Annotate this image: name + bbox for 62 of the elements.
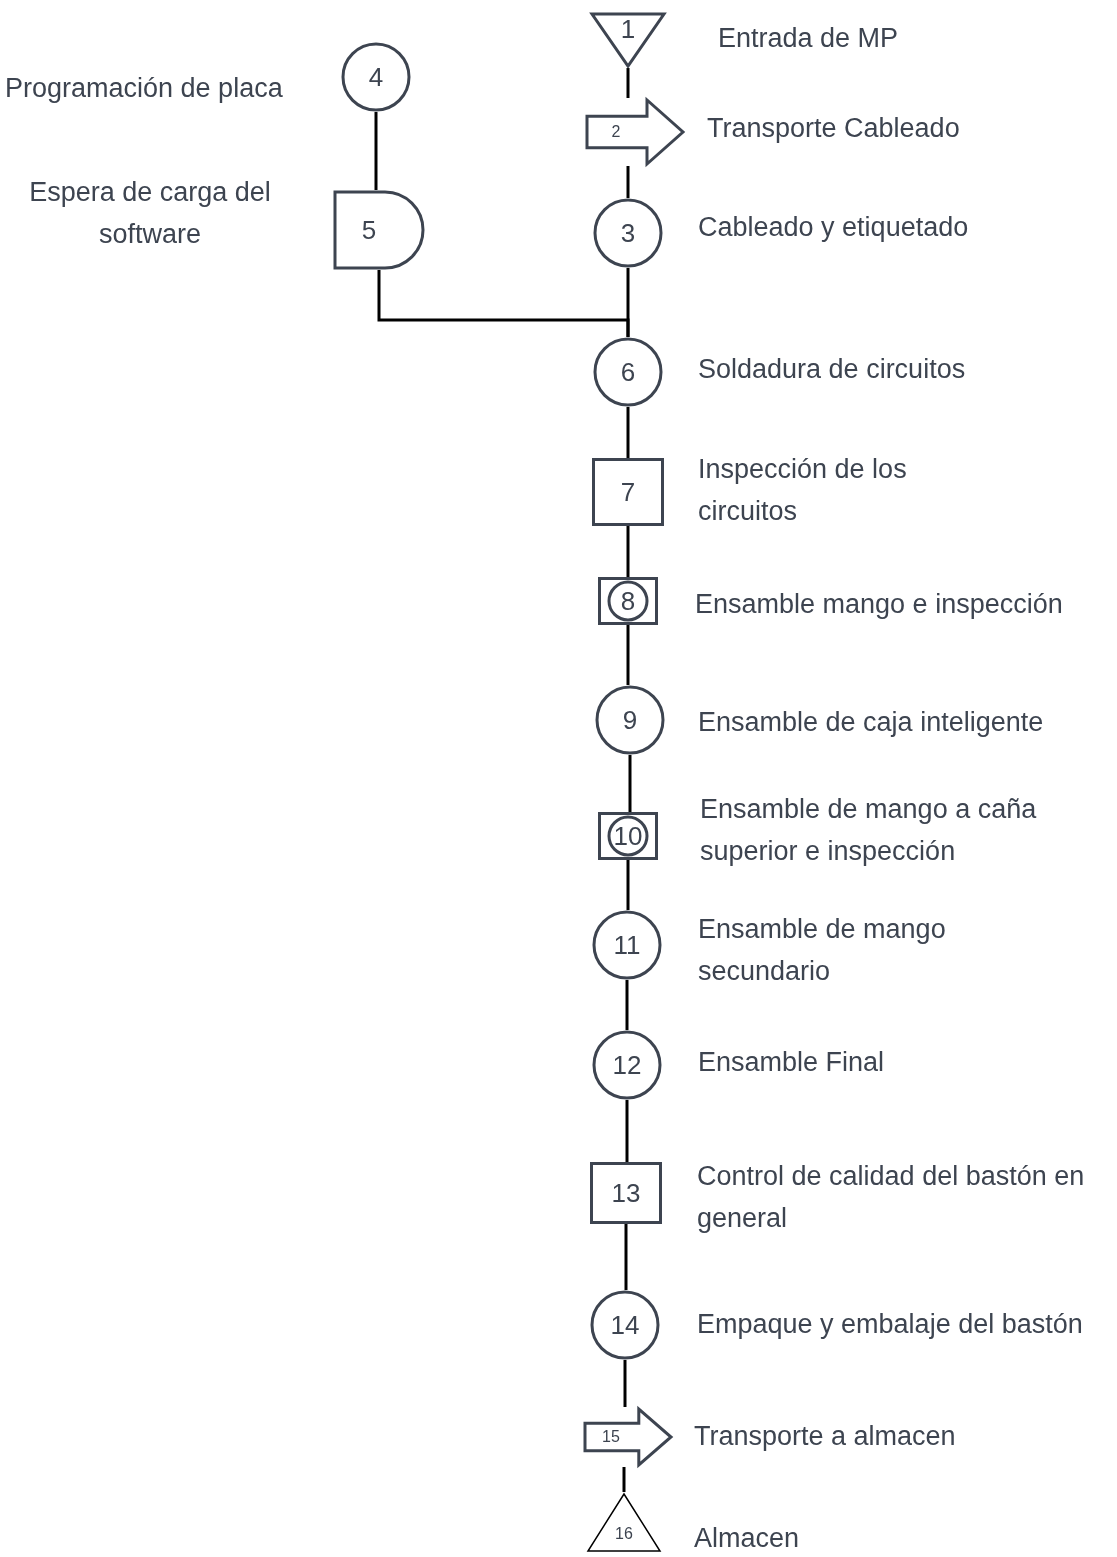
step-number: 8 (619, 586, 637, 616)
connector-line (622, 1467, 626, 1492)
connector-line (625, 980, 629, 1030)
step-number: 11 (612, 930, 642, 960)
step-number: 9 (621, 705, 639, 735)
step-description: Transporte Cableado (707, 112, 960, 145)
combined-operation-symbol (598, 577, 658, 625)
step-number: 4 (367, 62, 385, 92)
step-number: 15 (601, 1427, 621, 1447)
transport-symbol (585, 98, 685, 166)
connector-line (623, 1360, 627, 1407)
connector-line (626, 166, 630, 198)
step-number: 14 (609, 1310, 641, 1340)
step-number: 12 (611, 1050, 643, 1080)
connector-line (626, 68, 630, 98)
operation-circle (595, 685, 665, 755)
step-number: 1 (619, 14, 637, 44)
operation-circle (590, 1290, 660, 1360)
operation-circle (592, 1030, 662, 1100)
step-number: 16 (614, 1524, 634, 1544)
connector-line (625, 1100, 629, 1162)
inspection-square (592, 458, 664, 526)
delay-symbol (333, 190, 425, 270)
operation-circle (593, 337, 663, 407)
connector-line (626, 407, 630, 458)
connector-line (626, 526, 630, 577)
step-number: 7 (619, 477, 637, 507)
step-number: 2 (610, 122, 622, 142)
combined-operation-symbol (598, 812, 658, 860)
step-description: Ensamble de mango a caña superior e inspección (700, 793, 1038, 868)
step-description: Empaque y embalaje del bastón (697, 1308, 1083, 1341)
step-description: Espera de carga del software (28, 176, 272, 251)
transport-symbol (583, 1407, 673, 1467)
step-number: 10 (612, 821, 644, 851)
connector-line (628, 755, 632, 812)
connector-line (624, 1224, 628, 1290)
operation-circle (592, 910, 662, 980)
step-description: Inspección de los circuitos (698, 453, 908, 528)
connector-line (374, 112, 378, 190)
step-description: Entrada de MP (718, 22, 899, 55)
inspection-square (590, 1162, 662, 1224)
step-number: 6 (619, 357, 637, 387)
operation-circle (593, 198, 663, 268)
step-description: Soldadura de circuitos (698, 353, 966, 386)
connector-line (626, 860, 630, 910)
storage-triangle (586, 1492, 662, 1552)
step-description: Ensamble Final (698, 1046, 885, 1079)
step-number: 3 (619, 218, 637, 248)
step-description: Ensamble de caja inteligente (698, 706, 1044, 739)
step-description: Cableado y etiquetado (698, 211, 969, 244)
step-description: Programación de placa (5, 72, 283, 105)
step-description: Ensamble mango e inspección (695, 588, 1063, 621)
step-number: 13 (610, 1178, 642, 1208)
connector-line (626, 625, 630, 685)
step-description: Almacen (694, 1522, 800, 1555)
step-description: Ensamble de mango secundario (698, 913, 947, 988)
operation-circle (341, 42, 411, 112)
step-description: Transporte a almacen (694, 1420, 956, 1453)
storage-triangle (590, 12, 666, 68)
step-number: 5 (360, 215, 378, 245)
connector-line (377, 270, 630, 337)
step-description: Control de calidad del bastón en general (697, 1160, 1086, 1235)
